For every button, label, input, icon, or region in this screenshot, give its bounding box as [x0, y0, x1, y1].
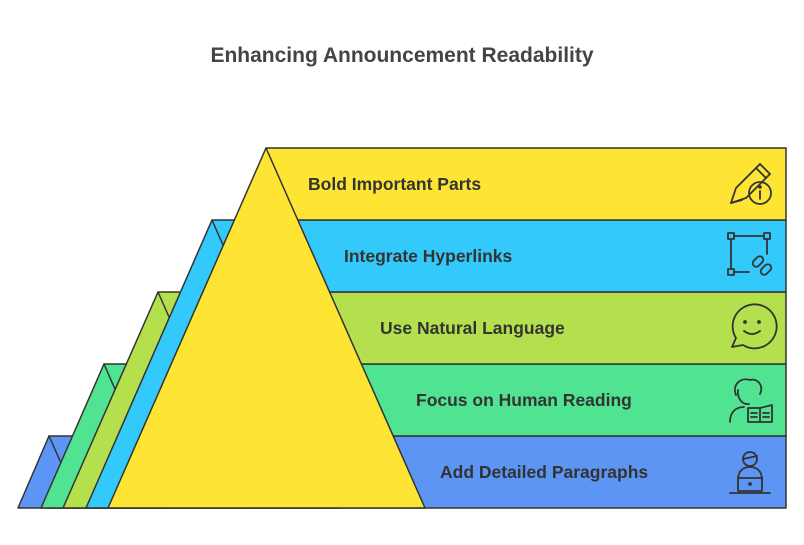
- triangle-bold-important-parts: [107, 147, 426, 509]
- layer-label-add-detailed-paragraphs: Add Detailed Paragraphs: [440, 462, 648, 482]
- speech-smile-icon: [731, 303, 778, 350]
- layer-label-focus-on-human-reading: Focus on Human Reading: [416, 390, 632, 410]
- layer-label-integrate-hyperlinks: Integrate Hyperlinks: [344, 246, 513, 266]
- link-frame-icon: [727, 232, 773, 276]
- diagram-title: Enhancing Announcement Readability: [210, 44, 594, 67]
- pencil-info-icon: [730, 163, 772, 205]
- person-laptop-icon: [729, 451, 771, 494]
- layer-label-bold-important-parts: Bold Important Parts: [308, 174, 481, 194]
- person-reading-icon: [729, 378, 773, 423]
- layer-label-use-natural-language: Use Natural Language: [380, 318, 565, 338]
